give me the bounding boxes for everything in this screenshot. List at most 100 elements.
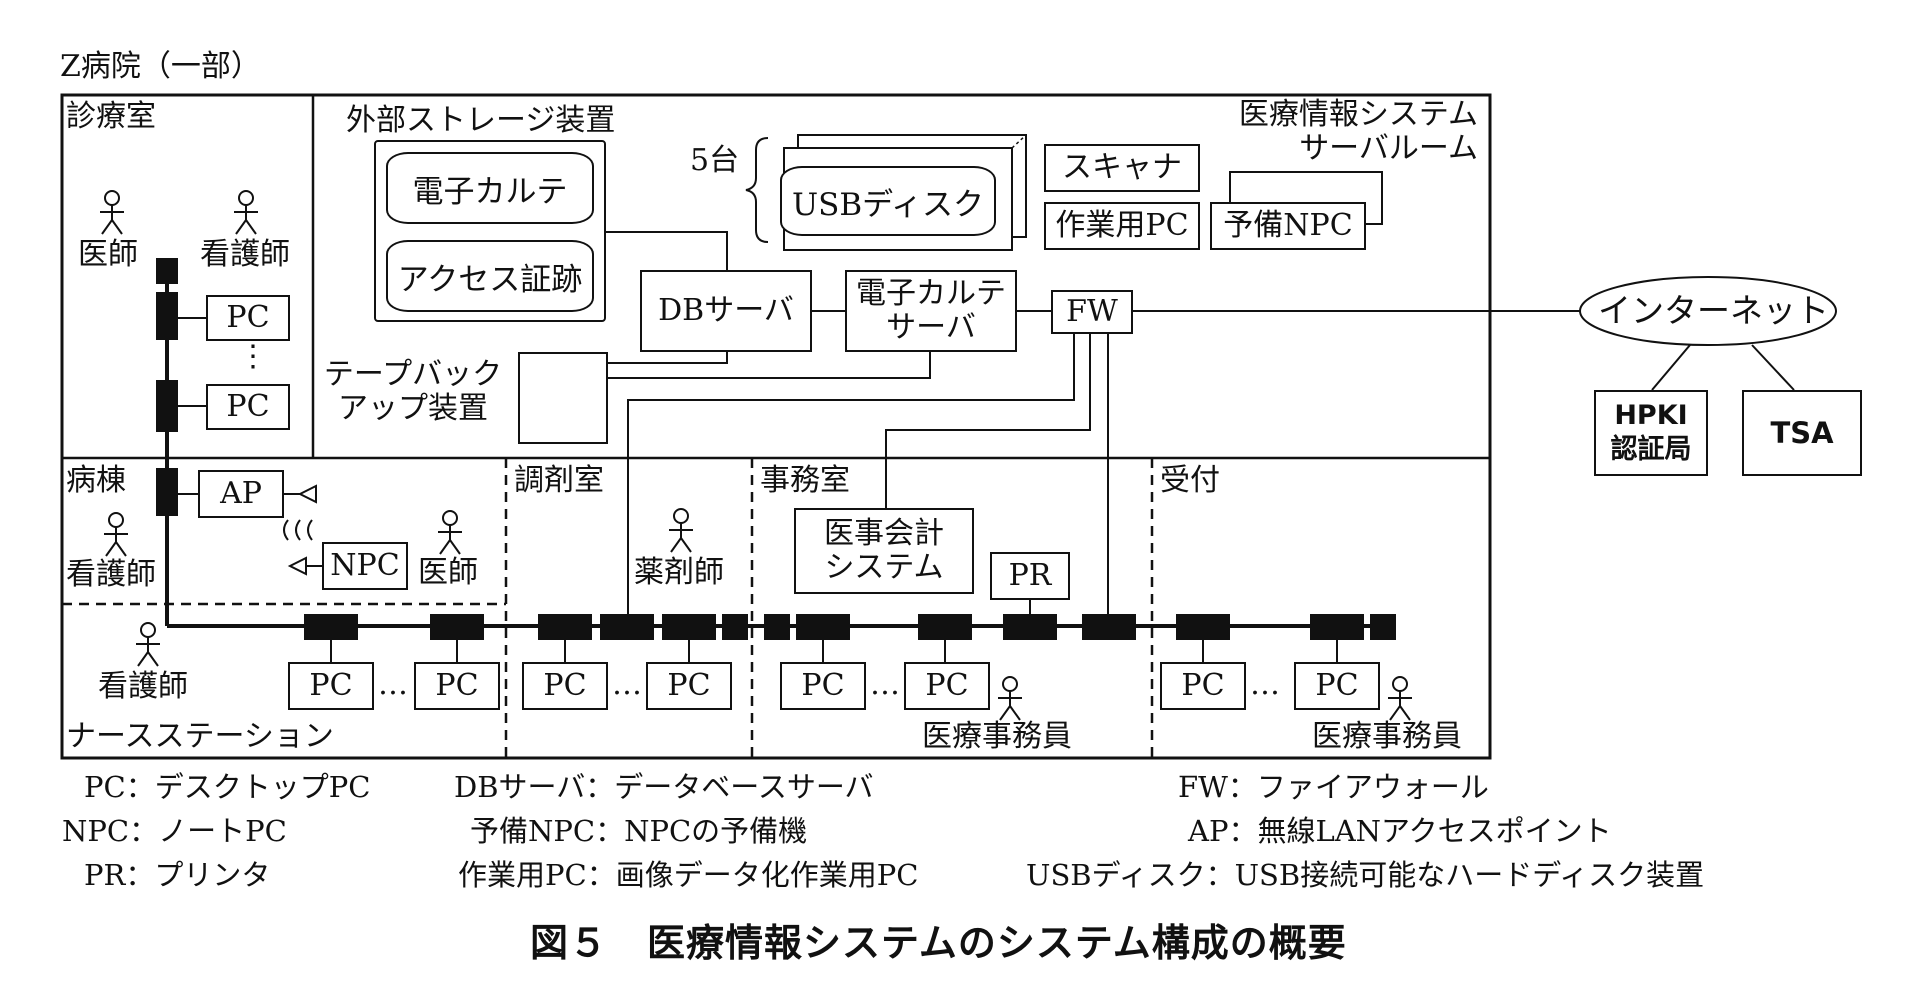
clerk-jimu-person-icon (998, 676, 1022, 721)
legend-pr: PR：プリンタ (84, 858, 271, 892)
hub-h11 (1082, 614, 1136, 640)
pc-chozai-2[interactable]: PC (646, 662, 732, 710)
hub-v2 (156, 292, 178, 340)
pc-station-1[interactable]: PC (288, 662, 374, 710)
clerk-jimu-label: 医療事務員 (922, 719, 1072, 754)
hospital-frame (60, 93, 1492, 760)
hub-h12 (1176, 614, 1230, 640)
line-internet-tsa (1751, 344, 1795, 391)
ehr-data-disk: 電子カルテ (386, 152, 594, 224)
line-fw-chozai (627, 333, 1075, 626)
pc-uketsuke-2[interactable]: PC (1294, 662, 1380, 710)
usb-disk[interactable]: USBディスク (780, 166, 996, 236)
hub-h13 (1310, 614, 1364, 640)
ehr-server-box[interactable]: 電子カルテ サーバ (845, 270, 1017, 352)
pc-shinsatsu-2[interactable]: PC (206, 384, 290, 430)
hub-v1 (156, 258, 178, 284)
ward-doctor-person-icon (438, 510, 462, 555)
pc-jimu-2[interactable]: PC (904, 662, 990, 710)
ap-antenna-icon (297, 484, 317, 504)
line-tape-db (605, 352, 728, 364)
hub-h2 (430, 614, 484, 640)
legend-spare: 予備NPC：NPCの予備機 (470, 814, 808, 848)
line-internet-hpki (1651, 344, 1691, 391)
access-log-disk: アクセス証跡 (386, 240, 594, 312)
pc-ellipsis-jimu: … (870, 667, 900, 702)
hpki-box[interactable]: HPKI 認証局 (1594, 390, 1708, 476)
accounting-box[interactable]: 医事会計 システム (794, 508, 974, 594)
db-server-box[interactable]: DBサーバ (640, 270, 812, 352)
hub-v4 (156, 468, 178, 516)
legend-npc: NPC：ノートPC (62, 814, 287, 848)
figure-caption: 図５ 医療情報システムのシステム構成の概要 (530, 921, 1347, 965)
internet-label: インターネット (1598, 291, 1829, 330)
scanner-box[interactable]: スキャナ (1044, 144, 1200, 192)
hub-h14 (1370, 614, 1396, 640)
hub-h5 (662, 614, 716, 640)
nurse-label: 看護師 (200, 237, 290, 272)
pharmacist-person-icon (669, 508, 693, 553)
tape-backup-box[interactable] (518, 352, 608, 444)
ap-box[interactable]: AP (198, 470, 284, 518)
station-nurse-label: 看護師 (98, 669, 188, 704)
line-tape-ehr (605, 352, 931, 379)
hub-h7 (764, 614, 790, 640)
ward-nurse-person-icon (104, 512, 128, 557)
doctor-label: 医師 (78, 237, 138, 272)
npc-box[interactable]: NPC (322, 542, 408, 590)
fw-box[interactable]: FW (1051, 290, 1133, 334)
npc-antenna-icon (287, 556, 307, 576)
line-storage-db (604, 231, 728, 270)
room-shinsatsu: 診療室 (66, 99, 156, 134)
legend-work: 作業用PC：画像データ化作業用PC (458, 858, 919, 892)
printer-box[interactable]: PR (990, 552, 1070, 600)
external-storage-label: 外部ストレージ装置 (346, 103, 616, 138)
legend-fw: FW：ファイアウォール (1178, 770, 1489, 804)
clerk-uketsuke-person-icon (1388, 676, 1412, 721)
hub-h6 (722, 614, 748, 640)
work-pc-box[interactable]: 作業用PC (1044, 202, 1200, 250)
hub-h9 (918, 614, 972, 640)
hospital-title: Z病院（一部） (60, 49, 261, 84)
station-nurse-person-icon (136, 622, 160, 667)
room-uketsuke: 受付 (1160, 463, 1220, 498)
hub-v3 (156, 380, 178, 432)
room-jimu: 事務室 (760, 463, 850, 498)
usb-count-label: 5台 (690, 143, 740, 178)
pc-ellipsis-station: … (378, 667, 408, 702)
legend-usb: USBディスク：USB接続可能なハードディスク装置 (1026, 858, 1705, 892)
hub-h4 (600, 614, 654, 640)
legend-ap: AP：無線LANアクセスポイント (1188, 814, 1612, 848)
room-server: 医療情報システム サーバルーム (1238, 97, 1478, 166)
room-byoto: 病棟 (66, 463, 126, 498)
ward-doctor-label: 医師 (418, 555, 478, 590)
hub-h10 (1003, 614, 1057, 640)
tsa-box[interactable]: TSA (1742, 390, 1862, 476)
hub-h1 (304, 614, 358, 640)
nurse-person-icon (234, 190, 258, 235)
tape-backup-label: テープバック アップ装置 (323, 357, 503, 426)
pc-station-2[interactable]: PC (414, 662, 500, 710)
legend-db: DBサーバ：データベースサーバ (454, 770, 874, 804)
usb-count-brace (745, 137, 769, 243)
pc-ellipsis-vertical: ⋮ (238, 339, 268, 374)
pc-ellipsis-uketsuke: … (1250, 667, 1280, 702)
line-fw-accounting (885, 333, 1091, 510)
pc-chozai-1[interactable]: PC (522, 662, 608, 710)
pc-shinsatsu-1[interactable]: PC (206, 295, 290, 341)
hub-h3 (538, 614, 592, 640)
clerk-uketsuke-label: 医療事務員 (1312, 719, 1462, 754)
pc-jimu-1[interactable]: PC (780, 662, 866, 710)
wireless-waves-icon (283, 519, 313, 541)
legend-pc: PC：デスクトップPC (84, 770, 371, 804)
room-nurse-station: ナースステーション (66, 719, 334, 754)
spare-npc-box[interactable]: 予備NPC (1210, 202, 1366, 250)
ward-nurse-label: 看護師 (66, 557, 156, 592)
pharmacist-label: 薬剤師 (634, 555, 724, 590)
pc-uketsuke-1[interactable]: PC (1160, 662, 1246, 710)
room-chozai: 調剤室 (514, 463, 604, 498)
internet-cloud (1579, 276, 1837, 346)
hub-h8 (796, 614, 850, 640)
